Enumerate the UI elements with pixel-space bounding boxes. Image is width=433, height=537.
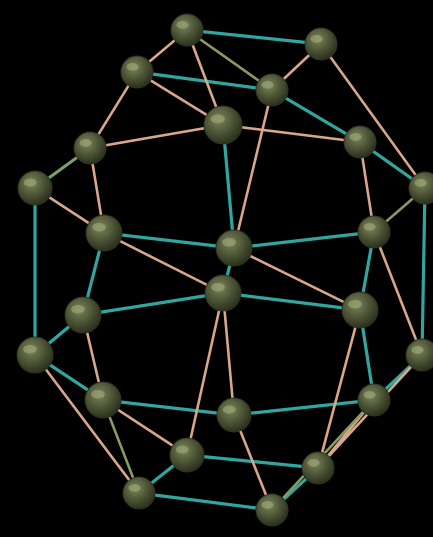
atom-body [358,216,390,248]
atom-body [205,275,241,311]
atom-body [171,14,203,46]
atom-highlight [91,390,105,399]
atom-body [342,292,378,328]
atom-sphere [217,398,251,432]
atom-highlight [222,238,236,247]
atom-sphere [406,339,433,371]
atom-highlight [176,445,189,453]
atom-highlight [411,346,423,354]
atom-highlight [349,133,361,141]
atom-sphere [358,384,390,416]
atom-body [305,28,337,60]
atom-highlight [79,139,91,147]
atom-body [121,56,153,88]
atom-body [216,230,252,266]
atom-highlight [176,21,188,29]
atom-highlight [210,114,224,123]
atom-sphere [205,275,241,311]
atom-body [406,339,433,371]
atom-body [256,494,288,526]
atom-body [123,477,155,509]
atom-highlight [348,300,362,309]
atom-highlight [310,35,322,43]
atom-highlight [307,459,319,467]
atom-highlight [128,484,140,492]
atom-sphere [123,477,155,509]
atom-sphere [342,292,378,328]
atom-highlight [211,283,225,292]
atom-highlight [363,391,375,399]
atom-body [17,337,53,373]
atom-sphere [74,132,106,164]
atom-sphere [216,230,252,266]
atom-body [217,398,251,432]
atom-body [74,132,106,164]
atom-sphere [17,337,53,373]
atom-sphere [18,171,52,205]
atom-highlight [71,305,85,314]
atom-sphere [344,126,376,158]
atom-sphere [256,74,288,106]
atom-highlight [261,81,273,89]
atom-highlight [92,223,106,232]
atom-sphere [358,216,390,248]
atom-sphere [85,382,121,418]
atom-body [204,106,242,144]
atom-body [65,297,101,333]
atom-body [256,74,288,106]
atom-sphere [256,494,288,526]
atom-highlight [24,178,37,186]
atom-highlight [23,345,37,354]
atom-body [358,384,390,416]
atom-body [344,126,376,158]
atom-body [86,215,122,251]
atom-sphere [170,438,204,472]
atom-highlight [363,223,375,231]
atom-body [302,452,334,484]
atom-highlight [223,405,236,413]
atom-sphere [302,452,334,484]
atom-sphere [65,297,101,333]
atom-sphere [305,28,337,60]
atom-sphere [171,14,203,46]
atom-body [18,171,52,205]
atom-sphere [121,56,153,88]
atom-highlight [261,501,273,509]
atom-body [85,382,121,418]
atom-highlight [414,179,426,187]
atom-highlight [126,63,138,71]
atom-sphere [86,215,122,251]
atom-sphere [204,106,242,144]
atom-body [170,438,204,472]
